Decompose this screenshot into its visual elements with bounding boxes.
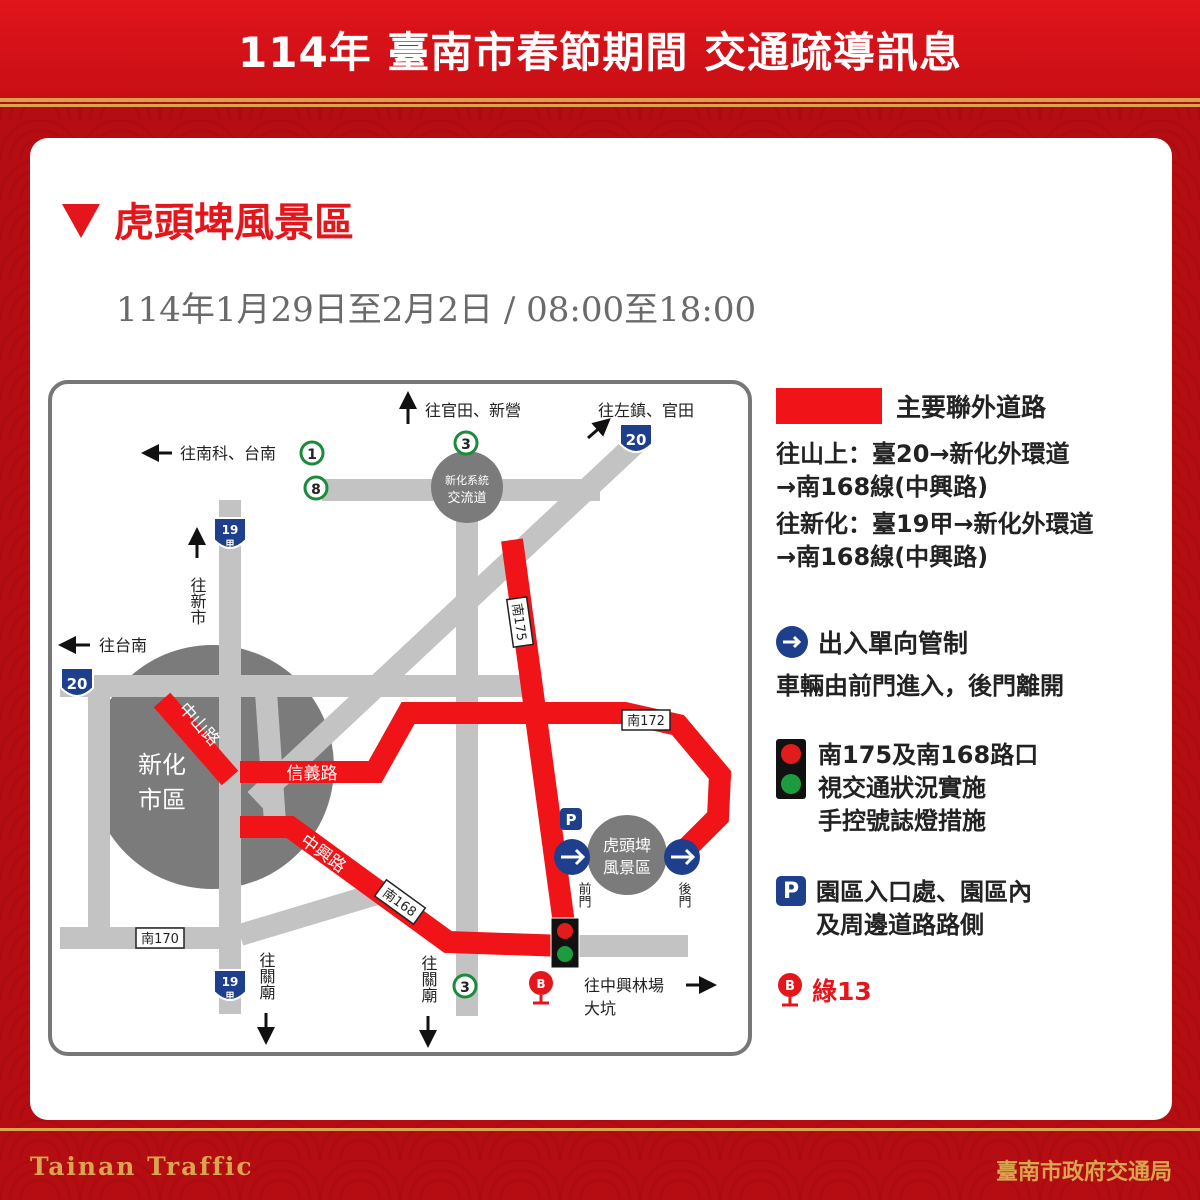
traffic-light-legend-icon xyxy=(776,739,806,799)
dir-dakeng: 大坑 xyxy=(584,999,616,1018)
parking-line2: 及周邊道路路側 xyxy=(816,911,984,939)
back-gate-label: 後門 xyxy=(676,882,692,909)
route-shanshang-line1: 往山上：臺20→新化外環道 xyxy=(776,440,1070,468)
parking-icon: P xyxy=(776,876,806,906)
gray-roads xyxy=(60,434,688,1016)
red-swatch xyxy=(776,388,882,424)
right-arrow-icon xyxy=(776,626,808,658)
legend: 主要聯外道路 往山上：臺20→新化外環道 →南168線(中興路) 往新化：臺19… xyxy=(776,388,1176,1008)
parking-marker: P xyxy=(560,808,582,830)
route-xinhua-line1: 往新化：臺19甲→新化外環道 xyxy=(776,510,1094,538)
pv3-top-label: 3 xyxy=(461,437,471,453)
pv3-bottom-shield: 3 xyxy=(452,973,478,999)
date-range: 114年1月29日至2月2日 / 08:00至18:00 xyxy=(116,290,757,330)
downtown-label-2: 市區 xyxy=(138,786,186,814)
page-title: 114年 臺南市春節期間 交通疏導訊息 xyxy=(238,27,962,77)
dir-guanmiao-1: 往關廟 xyxy=(257,952,276,1001)
dir-nanke-tainan: 往南科、台南 xyxy=(180,444,276,463)
pv8-shield: 8 xyxy=(303,475,329,501)
signal-line1: 南175及南168路口 xyxy=(818,741,1039,769)
legend-parking: P 園區入口處、園區內 及周邊道路路側 xyxy=(776,876,1176,942)
hw20-left-label: 20 xyxy=(67,675,88,693)
triangle-down-icon xyxy=(62,204,100,238)
bus-stop-label: B xyxy=(536,977,545,991)
road-label-xinyi: 信義路 xyxy=(287,764,338,784)
back-gate-arrow-icon xyxy=(664,839,700,875)
footer-brand: Tainan Traffic xyxy=(30,1152,254,1181)
footer-agency: 臺南市政府交通局 xyxy=(995,1160,1172,1185)
dir-guanmiao-2: 往關廟 xyxy=(419,955,438,1004)
route-xinhua-line2: →南168線(中興路) xyxy=(776,543,989,571)
pv8-label: 8 xyxy=(311,482,321,498)
legend-main-roads-label: 主要聯外道路 xyxy=(896,393,1047,422)
front-gate-label: 前門 xyxy=(576,881,592,909)
signal-line2: 視交通狀況實施 xyxy=(818,774,986,802)
bus-stop-icon: B xyxy=(529,971,553,1005)
legend-main-roads: 主要聯外道路 xyxy=(776,388,1176,424)
scenic-label-2: 風景區 xyxy=(603,858,651,877)
bus-legend-icon-label: B xyxy=(785,979,795,994)
road-tag-nan175: 南175 xyxy=(505,595,535,649)
pv3-bottom-label: 3 xyxy=(460,980,470,996)
legend-oneway-desc: 車輛由前門進入，後門離開 xyxy=(776,672,1064,700)
direction-arrows xyxy=(58,391,717,1048)
dir-guantian-xinying: 往官田、新營 xyxy=(425,401,521,420)
legend-signal: 南175及南168路口 視交通狀況實施 手控號誌燈措施 xyxy=(776,739,1176,838)
hw20-top-label: 20 xyxy=(626,431,647,449)
legend-oneway: 出入單向管制 xyxy=(776,624,1176,660)
road-tag-nan170: 南170 xyxy=(135,927,185,949)
hw19a-bottom-label: 19 xyxy=(222,975,239,989)
hw20-top-shield: 20 xyxy=(619,423,653,453)
section-title: 虎頭埤風景區 xyxy=(114,199,354,246)
interchange-node xyxy=(431,451,503,523)
hw19a-top-shield: 19 甲 xyxy=(213,517,247,550)
legend-bus: B 綠13 xyxy=(776,972,1176,1008)
legend-route-xinhua: 往新化：臺19甲→新化外環道 →南168線(中興路) xyxy=(776,508,1176,574)
hw19a-top-sub: 甲 xyxy=(225,539,234,550)
front-gate-arrow-icon xyxy=(554,839,590,875)
road-tag-nan172-text: 南172 xyxy=(627,713,665,729)
pv1-shield: 1 xyxy=(299,440,325,466)
road-tag-nan170-text: 南170 xyxy=(141,931,179,947)
parking-marker-label: P xyxy=(566,811,577,829)
signal-line3: 手控號誌燈措施 xyxy=(818,807,986,835)
bus-stop-legend-icon: B xyxy=(778,973,802,1007)
scenic-label-1: 虎頭埤 xyxy=(603,836,651,855)
legend-route-shanshang: 往山上：臺20→新化外環道 →南168線(中興路) xyxy=(776,438,1176,504)
road-tag-nan172: 南172 xyxy=(621,709,671,731)
traffic-light-icon xyxy=(550,917,580,969)
hw19a-top-label: 19 xyxy=(222,523,239,537)
dir-zuozhen-guantian: 往左鎮、官田 xyxy=(598,401,694,420)
legend-oneway-title: 出入單向管制 xyxy=(818,629,969,658)
downtown-label-1: 新化 xyxy=(138,751,186,779)
scenic-area-node xyxy=(587,815,667,895)
road-tag-nan175-text: 南175 xyxy=(508,602,529,642)
dir-tainan: 往台南 xyxy=(99,636,147,655)
dir-xinshi: 往新市 xyxy=(188,577,207,625)
pv1-label: 1 xyxy=(307,447,317,463)
section-heading: 虎頭埤風景區 xyxy=(62,190,354,248)
route-shanshang-line2: →南168線(中興路) xyxy=(776,473,989,501)
hw20-left-shield: 20 xyxy=(60,667,94,697)
hw19a-bottom-shield: 19 甲 xyxy=(213,969,247,1002)
dir-zhongxing-forest: 往中興林場 xyxy=(584,976,664,995)
parking-line1: 園區入口處、園區內 xyxy=(816,878,1032,906)
header-banner: 114年 臺南市春節期間 交通疏導訊息 xyxy=(0,0,1200,102)
interchange-label-2: 交流道 xyxy=(447,490,486,506)
pv3-top-shield: 3 xyxy=(453,430,479,456)
interchange-label-1: 新化系統 xyxy=(445,473,489,487)
divider-top xyxy=(0,104,1200,107)
divider-bottom xyxy=(0,1128,1200,1131)
bus-route-label: 綠13 xyxy=(812,977,872,1006)
hw19a-bottom-sub: 甲 xyxy=(225,991,234,1002)
